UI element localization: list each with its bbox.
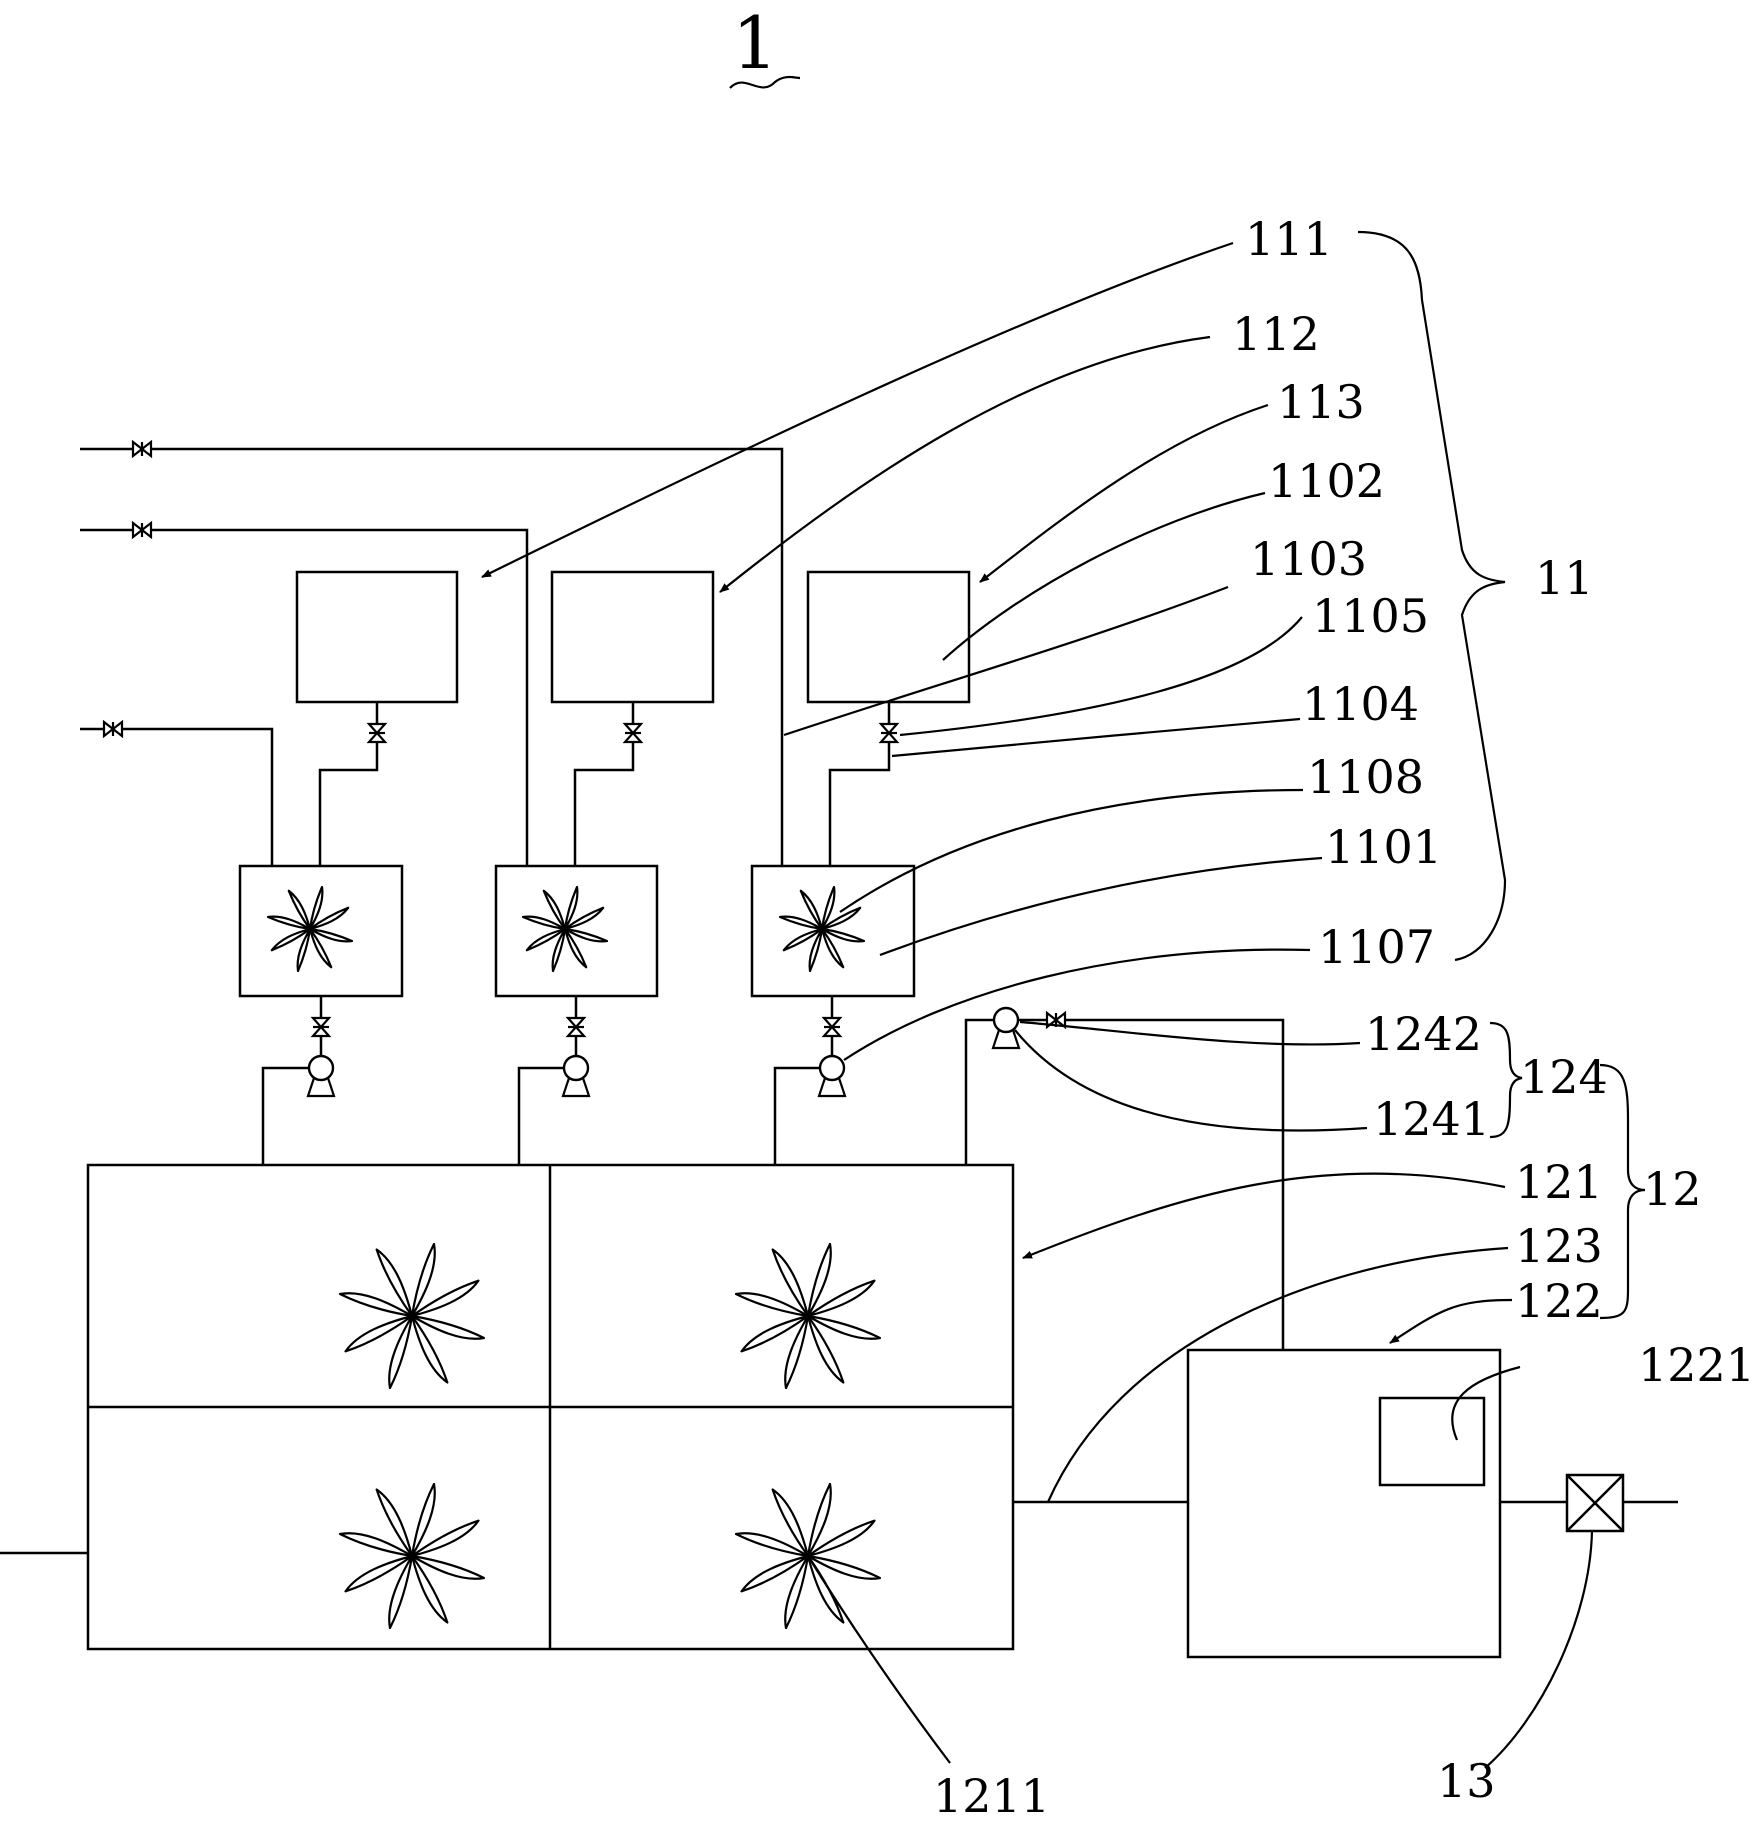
mixer-3-outlet [773,996,847,1165]
label-1104: 1104 [1302,677,1419,731]
label-12: 12 [1643,1162,1702,1216]
label-1103: 1103 [1250,532,1367,586]
label-124: 124 [1520,1050,1608,1104]
leader-1107 [843,948,1311,1061]
mixer-1-outlet [261,996,336,1165]
mixer-2-pump [561,1054,591,1098]
leader-1103 [783,585,1229,737]
reactor-fan-icon-2 [734,1242,882,1390]
label-1211: 1211 [933,1769,1050,1823]
label-13: 13 [1437,1754,1496,1808]
label-1101: 1101 [1325,820,1442,874]
settling-tank [1186,1348,1502,1659]
feed-line-bottom [80,720,274,866]
tank-3-outlet-pipe [828,702,891,866]
leader-121 [1022,1172,1506,1260]
leader-1104 [891,717,1301,758]
label-1107: 1107 [1318,920,1435,974]
feed-line-top [80,440,784,866]
label-1105: 1105 [1312,589,1429,643]
mixer-3-pump [817,1054,847,1098]
label-112: 112 [1232,307,1320,361]
label-111: 111 [1245,212,1333,266]
leader-13 [1484,1530,1594,1769]
figure-number-tilde [729,75,801,89]
mixer-3-fan-icon [778,885,866,973]
label-123: 123 [1515,1219,1603,1273]
label-1102: 1102 [1268,454,1385,508]
label-113: 113 [1277,375,1365,429]
leader-1221 [1451,1365,1521,1441]
leader-112 [719,335,1211,593]
tank-2 [550,570,715,704]
leader-123 [1046,1246,1509,1503]
brace-124 [1489,1021,1523,1139]
figure-number: 1 [732,1,778,85]
label-1221: 1221 [1638,1338,1752,1392]
leader-113 [979,403,1269,583]
brace-11 [1357,230,1507,962]
feed-valve-top [131,440,153,458]
label-1242: 1242 [1365,1007,1482,1061]
tank-1 [295,570,459,704]
tank-1-outlet-pipe [318,702,379,866]
mixer-2-outlet [517,996,591,1165]
sensor-box [1378,1396,1486,1487]
outlet-meter-icon [1565,1473,1625,1533]
leader-111 [481,241,1234,578]
label-121: 121 [1515,1155,1603,1209]
leader-1102 [942,491,1266,661]
mixer-2-fan-icon [521,885,609,973]
leader-1105 [899,616,1303,737]
label-122: 122 [1515,1274,1603,1328]
label-1108: 1108 [1307,750,1424,804]
recirculation-line [964,1006,1285,1350]
feed-line-middle [80,521,529,866]
leader-1108 [839,788,1304,913]
leader-122 [1389,1298,1513,1344]
tank-2-outlet-pipe [573,702,635,866]
tank-2-outlet-valve [623,722,643,744]
tank-3-outlet-valve [879,722,899,744]
mixer-1-fan-icon [266,885,354,973]
brace-12 [1599,1063,1646,1320]
leader-1242 [1019,1020,1361,1046]
reactor-fan-icon-3 [338,1482,486,1630]
tank-1-outlet-valve [367,722,387,744]
label-1241: 1241 [1373,1092,1490,1146]
label-11: 11 [1535,551,1594,605]
leader-1211 [807,1555,951,1764]
feed-valve-bottom [102,720,124,738]
recirculation-pump [991,1006,1021,1050]
leader-1241 [1014,1029,1368,1132]
reactor-fan-icon-1 [338,1242,486,1390]
feed-valve-middle [131,521,153,539]
mixer-1-pump [306,1054,336,1098]
leader-1101 [879,856,1323,957]
